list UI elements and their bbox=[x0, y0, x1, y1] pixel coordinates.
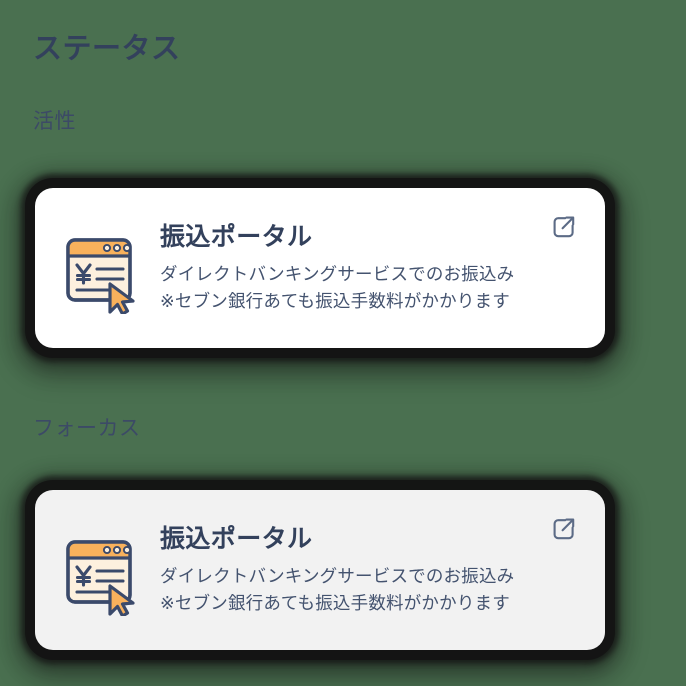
state-label-focus: フォーカス bbox=[33, 417, 141, 440]
card-inner: 振込ポータル ダイレクトバンキングサービスでのお振込み ※セブン銀行あても振込手… bbox=[35, 188, 605, 348]
card-title: 振込ポータル bbox=[160, 223, 313, 251]
card-title: 振込ポータル bbox=[160, 525, 313, 553]
external-link-icon[interactable] bbox=[551, 516, 577, 542]
transfer-portal-window-icon bbox=[64, 232, 142, 314]
state-label-active: 活性 bbox=[33, 110, 76, 133]
transfer-portal-window-icon bbox=[64, 534, 142, 616]
transfer-portal-card-focus[interactable]: 振込ポータル ダイレクトバンキングサービスでのお振込み ※セブン銀行あても振込手… bbox=[35, 490, 605, 650]
card-description-line-2: ※セブン銀行あても振込手数料がかかります bbox=[160, 593, 510, 614]
transfer-portal-card-active[interactable]: 振込ポータル ダイレクトバンキングサービスでのお振込み ※セブン銀行あても振込手… bbox=[35, 188, 605, 348]
card-description-line-1: ダイレクトバンキングサービスでのお振込み bbox=[160, 264, 515, 285]
card-inner: 振込ポータル ダイレクトバンキングサービスでのお振込み ※セブン銀行あても振込手… bbox=[35, 490, 605, 650]
card-text-block: 振込ポータル ダイレクトバンキングサービスでのお振込み ※セブン銀行あても振込手… bbox=[160, 524, 579, 618]
page-title: ステータス bbox=[33, 33, 181, 65]
card-description-line-1: ダイレクトバンキングサービスでのお振込み bbox=[160, 566, 515, 587]
card-description-line-2: ※セブン銀行あても振込手数料がかかります bbox=[160, 291, 510, 312]
external-link-icon[interactable] bbox=[551, 214, 577, 240]
card-text-block: 振込ポータル ダイレクトバンキングサービスでのお振込み ※セブン銀行あても振込手… bbox=[160, 222, 579, 316]
